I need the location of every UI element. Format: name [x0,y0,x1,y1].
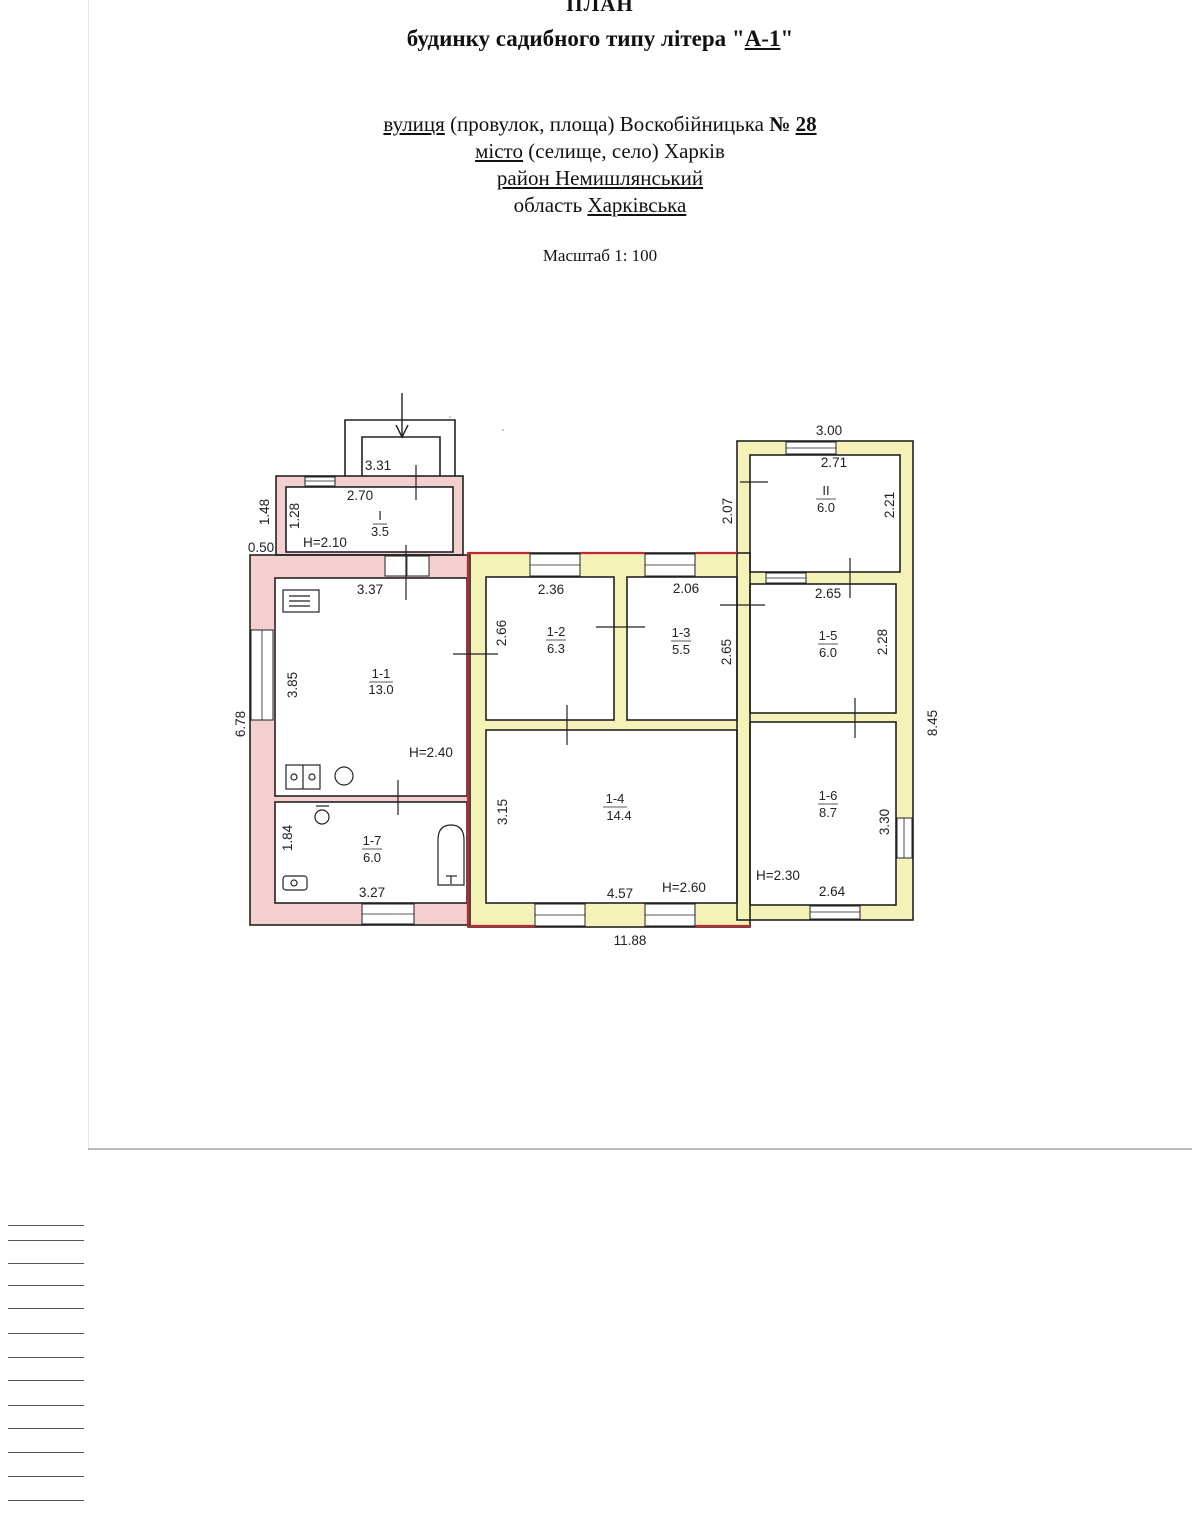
window [304,476,336,487]
dim-II-outer-depth: 2.07 [720,498,735,524]
stove-icon [285,764,321,790]
height-room-I: H=2.10 [303,535,347,550]
address-district: район Немишлянський [496,166,704,190]
dim-1-3-depth: 2.65 [719,639,734,665]
room-label-1-3: 1-3 [672,625,691,640]
height-room-1-4: H=2.60 [662,880,706,895]
middle-block-walls [468,553,750,927]
dim-room-I-depth: 1.28 [287,503,302,529]
dim-1-2-width: 2.36 [538,582,564,597]
fixtures [282,589,465,891]
height-room-1-1: H=2.40 [409,745,453,760]
height-room-1-6: H=2.30 [756,868,800,883]
windows [250,441,913,927]
room-label-1-4: 1-4 [606,791,625,806]
building-letter: А-1 [744,26,781,51]
plan-scale: Масштаб 1: 100 [542,246,658,265]
room-area-1-3: 5.5 [672,642,690,657]
dim-porch-depth: 1.48 [257,499,272,525]
page-margin-line [88,0,89,1150]
wall-fills [250,441,913,927]
address-region: область Харківська [513,193,687,217]
dim-1-1-depth: 3.85 [285,672,300,698]
height-notes: H=2.10 H=2.40 H=2.60 H=2.30 [303,535,800,895]
doors [397,465,856,815]
room-label-1-7: 1-7 [363,833,382,848]
dim-1-1-width: 3.37 [357,582,383,597]
room-area-1-6: 8.7 [819,805,837,820]
room-area-1-5: 6.0 [819,645,837,660]
room-label-I: I [378,508,382,523]
red-accent-lines [466,551,750,928]
dim-1-5-depth: 2.28 [875,629,890,655]
room-area-I: 3.5 [371,524,389,539]
dim-room-I-width: 2.70 [347,488,373,503]
washbasin-icon [314,805,330,825]
horizontal-dimensions: 3.31 2.70 0.50 3.37 2.36 2.06 3.00 2.71 … [248,423,847,948]
dim-total-left-depth: 6.78 [233,711,248,737]
dim-II-outer-width: 3.00 [816,423,842,438]
boiler-icon [334,766,354,786]
entrance-arrow-icon [395,393,409,439]
dim-total-width: 11.88 [614,933,647,948]
dim-1-4-depth: 3.15 [495,799,510,825]
left-block-walls [250,555,470,925]
scan-specks [449,416,504,431]
window-mullions [261,447,905,916]
room-area-1-7: 6.0 [363,850,381,865]
room-labels: I 3.5 II 6.0 1-1 13.0 1-2 6.3 1-3 5.5 1-… [362,483,838,865]
room-I-walls [276,476,463,555]
dim-II-width: 2.71 [821,455,847,470]
dim-1-5-width: 2.65 [815,586,841,601]
dim-total-right-depth: 8.45 [925,710,940,736]
plan-subtitle: будинку садибного типу літера "А-1" [406,26,794,51]
room-label-1-5: 1-5 [819,628,838,643]
dim-1-4-width: 4.57 [607,886,633,901]
page-separator [88,1148,1192,1150]
room-area-1-1: 13.0 [368,682,393,697]
room-label-1-6: 1-6 [819,788,838,803]
dim-1-6-width: 2.64 [819,884,846,899]
address-street: вулиця (провулок, площа) Воскобійницька … [383,112,817,136]
dim-II-depth: 2.21 [882,492,897,518]
window [896,817,913,859]
sink-icon [282,589,320,613]
dim-1-3-width: 2.06 [673,581,699,596]
vertical-dimensions: 1.48 1.28 3.85 6.78 1.84 2.66 2.65 3.15 … [233,492,940,851]
dim-1-2-depth: 2.66 [494,620,509,646]
room-area-II: 6.0 [817,500,835,515]
dim-wall-offset: 0.50 [248,540,274,555]
plan-title: ПЛАН [566,0,634,16]
room-label-II: II [822,483,829,498]
floor-plan: I 3.5 II 6.0 1-1 13.0 1-2 6.3 1-3 5.5 1-… [233,393,940,948]
address-city: місто (селище, село) Харків [475,139,725,163]
bathtub-icon [437,824,465,886]
toilet-icon [282,875,308,891]
dim-1-6-depth: 3.30 [877,809,892,835]
dim-1-7-depth: 1.84 [280,824,295,851]
dim-porch-width: 3.31 [365,458,391,473]
room-area-1-4: 14.4 [606,808,631,823]
dim-1-7-width: 3.27 [359,885,385,900]
room-label-1-2: 1-2 [547,624,566,639]
room-area-1-2: 6.3 [547,641,565,656]
room-label-1-1: 1-1 [372,666,391,681]
window [809,905,861,920]
